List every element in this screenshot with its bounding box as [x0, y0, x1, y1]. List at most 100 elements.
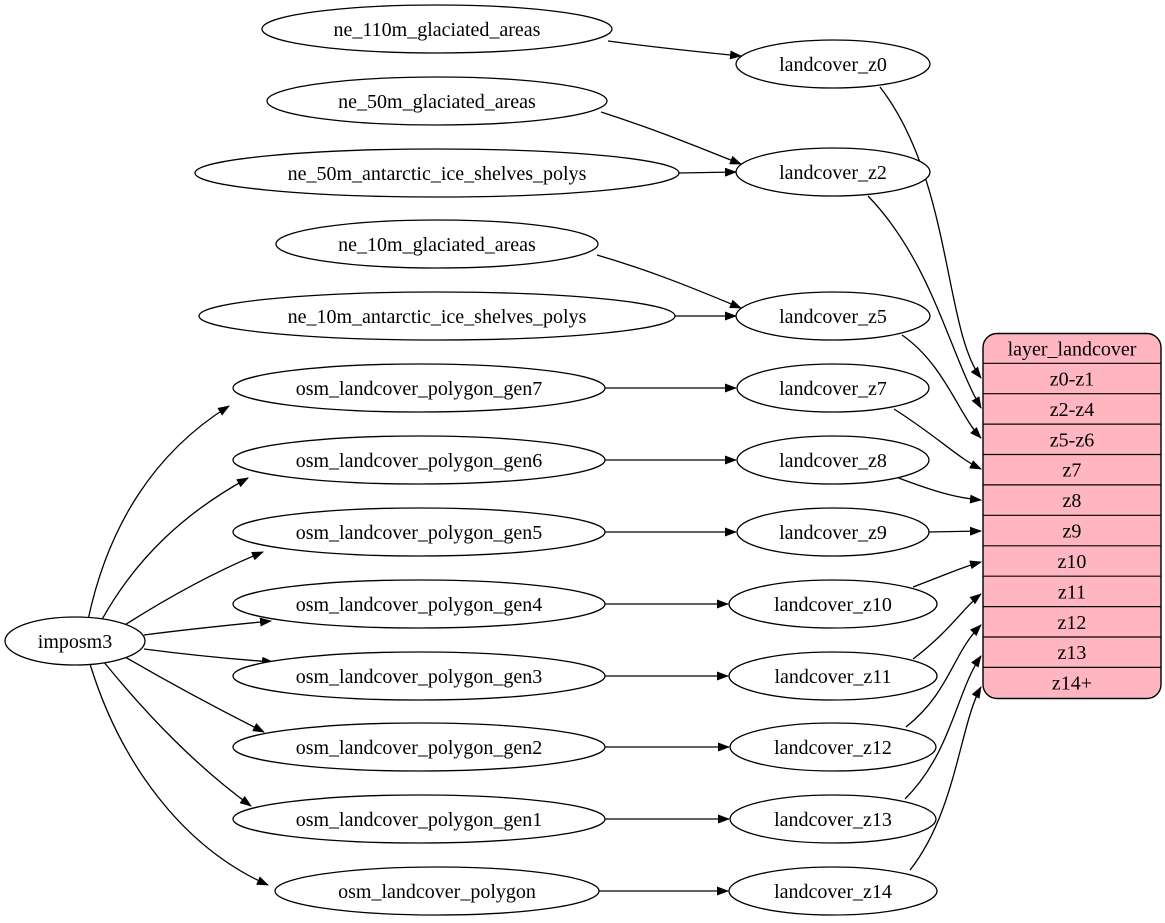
- node-ellipse: [261, 4, 613, 54]
- layer-row-z13: z13: [1058, 642, 1087, 664]
- node-label: landcover_z7: [779, 378, 887, 400]
- node-osm-landcover-polygon-gen1: osm_landcover_polygon_gen1: [232, 794, 606, 844]
- node-landcover-z2: landcover_z2: [735, 147, 931, 197]
- node-landcover-z12: landcover_z12: [729, 722, 937, 772]
- node-landcover-z0: landcover_z0: [735, 39, 931, 89]
- node-ellipse: [266, 76, 608, 126]
- node-label: ne_50m_glaciated_areas: [338, 91, 536, 113]
- node-ellipse: [232, 507, 606, 557]
- node-ellipse: [275, 219, 599, 269]
- node-landcover-z11: landcover_z11: [728, 651, 938, 701]
- node-label: osm_landcover_polygon_gen5: [296, 522, 543, 544]
- node-label: landcover_z9: [779, 522, 887, 544]
- node-label: landcover_z0: [779, 54, 887, 76]
- node-ellipse: [735, 39, 931, 89]
- node-label: osm_landcover_polygon_gen3: [296, 666, 543, 688]
- node-imposm3: imposm3: [4, 616, 146, 666]
- layer-row-z7: z7: [1063, 460, 1082, 482]
- imposm3-label: imposm3: [38, 631, 112, 653]
- node-osm-landcover-polygon-gen2: osm_landcover_polygon_gen2: [232, 722, 606, 772]
- node-landcover-z5: landcover_z5: [735, 291, 931, 341]
- layer-row-z2-z4: z2-z4: [1050, 399, 1094, 421]
- node-label: landcover_z8: [779, 450, 887, 472]
- node-ne-50m-antarctic-ice-shelves-polys: ne_50m_antarctic_ice_shelves_polys: [194, 148, 680, 198]
- node-ellipse: [232, 579, 606, 629]
- edge-imposm3-to-gen4: [143, 617, 272, 636]
- node-ellipse: [735, 147, 931, 197]
- edges-source-to-generalized: [596, 40, 742, 896]
- node-label: osm_landcover_polygon_gen1: [296, 809, 543, 831]
- node-label: ne_50m_antarctic_ice_shelves_polys: [288, 163, 587, 185]
- node-label: osm_landcover_polygon_gen7: [296, 378, 543, 400]
- layer-row-z12: z12: [1058, 612, 1087, 634]
- node-ellipse: [735, 291, 931, 341]
- node-label: landcover_z11: [775, 666, 892, 688]
- node-ellipse: [232, 722, 606, 772]
- node-label: landcover_z2: [779, 162, 887, 184]
- node-label: osm_landcover_polygon_gen2: [296, 737, 543, 759]
- node-ellipse: [194, 148, 680, 198]
- node-ellipse: [728, 579, 938, 629]
- edges-imposm3: [87, 405, 274, 886]
- edge-imposm3-to-polygon: [89, 663, 269, 886]
- edge-imposm3-to-gen2: [124, 656, 265, 733]
- node-osm-landcover-polygon-gen7: osm_landcover_polygon_gen7: [232, 363, 606, 413]
- layer-row-z5-z6: z5-z6: [1050, 429, 1094, 451]
- edge-z12-to-row-z12: [905, 624, 982, 728]
- node-layer-landcover: layer_landcover z0-z1 z2-z4 z5-z6 z7 z8 …: [982, 332, 1162, 700]
- node-ellipse: [232, 794, 606, 844]
- node-osm-landcover-polygon: osm_landcover_polygon: [274, 866, 600, 916]
- node-label: osm_landcover_polygon: [338, 881, 536, 903]
- node-osm-landcover-polygon-gen6: osm_landcover_polygon_gen6: [232, 435, 606, 485]
- node-label: landcover_z13: [774, 809, 892, 831]
- node-ellipse: [232, 435, 606, 485]
- node-osm-landcover-polygon-gen3: osm_landcover_polygon_gen3: [232, 651, 606, 701]
- layer-landcover-box: [982, 332, 1162, 700]
- node-label: landcover_z14: [774, 881, 892, 903]
- node-landcover-z13: landcover_z13: [729, 794, 937, 844]
- edge-z5-to-row-z5-z6: [901, 334, 982, 439]
- edge-z9-to-row-z9: [928, 526, 982, 536]
- node-label: osm_landcover_polygon_gen6: [296, 450, 543, 472]
- node-label: ne_10m_glaciated_areas: [338, 234, 536, 256]
- node-ellipse: [198, 291, 676, 341]
- node-landcover-z14: landcover_z14: [728, 866, 938, 916]
- layer-row-z14plus: z14+: [1052, 673, 1092, 695]
- node-label: landcover_z12: [774, 737, 892, 759]
- edge-imposm3-to-gen5: [119, 551, 264, 629]
- node-ellipse: [736, 363, 930, 413]
- node-ellipse: [728, 866, 938, 916]
- node-label: landcover_z5: [779, 306, 887, 328]
- edge-z7-to-row-z7: [893, 408, 982, 470]
- node-label: ne_10m_antarctic_ice_shelves_polys: [288, 306, 587, 328]
- edge-z11-to-row-z11: [912, 593, 982, 660]
- layer-row-z10: z10: [1058, 551, 1087, 573]
- edge-z0-to-row-z0-z1: [879, 86, 982, 379]
- node-ellipse: [729, 794, 937, 844]
- node-label: osm_landcover_polygon_gen4: [296, 594, 543, 616]
- node-ellipse: [232, 363, 606, 413]
- node-ellipse: [232, 651, 606, 701]
- edge-imposm3-to-gen6: [99, 477, 249, 624]
- layer-row-z8: z8: [1063, 490, 1082, 512]
- edge-imposm3-to-gen3: [143, 648, 274, 666]
- edge-imposm3-to-gen1: [102, 660, 252, 807]
- edge-ne-10m-glaciated-to-z5: [596, 254, 742, 309]
- edge-z2-to-row-z2-z4: [867, 195, 982, 409]
- node-landcover-z10: landcover_z10: [728, 579, 938, 629]
- edge-z13-to-row-z13: [904, 655, 982, 800]
- node-ellipse: [729, 722, 937, 772]
- layer-row-z9: z9: [1063, 521, 1082, 543]
- node-ne-10m-glaciated-areas: ne_10m_glaciated_areas: [275, 219, 599, 269]
- edge-ne-50m-antarctic-to-z2: [678, 167, 737, 177]
- edge-z10-to-row-z10: [912, 560, 982, 588]
- edge-ne-50m-glaciated-to-z2: [600, 111, 742, 165]
- edges-generalized-to-layer: [867, 86, 982, 871]
- edge-ne-110m-glaciated-to-z0: [607, 40, 742, 60]
- node-ellipse: [274, 866, 600, 916]
- node-ne-50m-glaciated-areas: ne_50m_glaciated_areas: [266, 76, 608, 126]
- node-label: ne_110m_glaciated_areas: [334, 19, 541, 41]
- node-label: landcover_z10: [774, 594, 892, 616]
